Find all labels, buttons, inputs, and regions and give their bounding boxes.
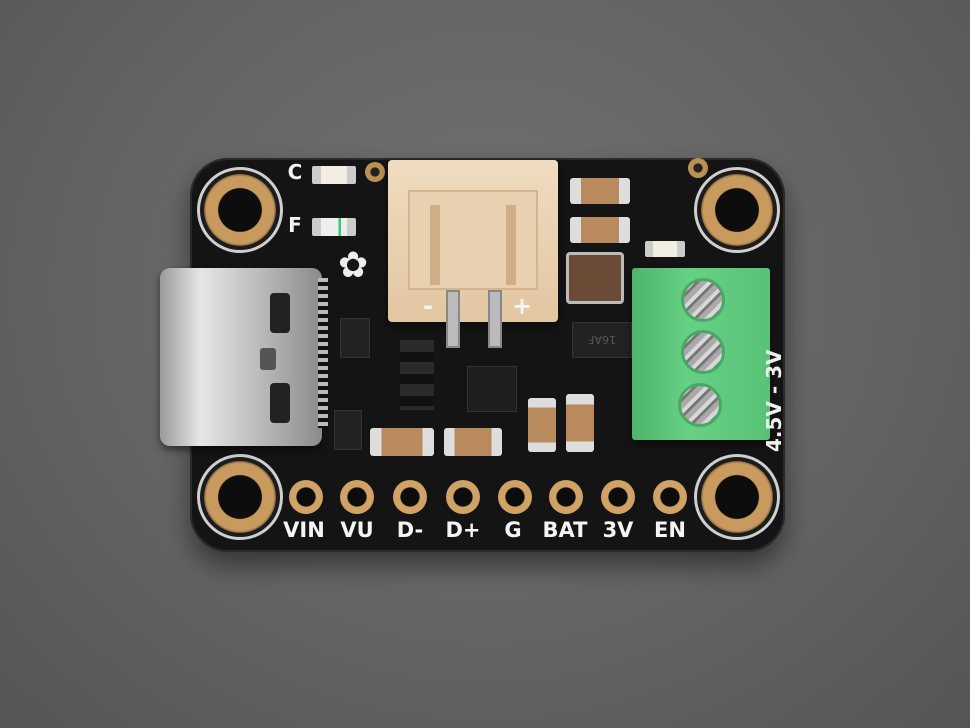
capacitor [444,428,502,456]
jst-battery-connector[interactable] [388,160,558,322]
led [312,218,356,236]
pin-pad-vu [340,480,374,514]
resistor-array [400,340,434,410]
led-label-c: C [287,160,303,184]
capacitor [570,178,630,204]
capacitor [570,217,630,243]
pin-pad-vin [289,480,323,514]
via [365,162,385,182]
pin-label-vu: VU [340,518,374,542]
transistor [340,318,370,358]
screw-terminal-block[interactable] [632,268,770,440]
pin-pad-en [653,480,687,514]
usb-pins [318,278,328,428]
pin-label-vin: VIN [283,518,325,542]
terminal-voltage-label: 4.5V - 3V [762,349,786,452]
screw-icon[interactable] [681,278,725,322]
led [312,166,356,184]
mounting-hole [694,167,780,253]
jst-pin [446,290,460,348]
via [688,158,708,178]
pin-label-bat: BAT [542,518,588,542]
transistor [334,410,362,450]
pin-pad-g [498,480,532,514]
screw-icon[interactable] [678,383,722,427]
capacitor [566,394,594,452]
pin-pad-dminus [393,480,427,514]
charger-ic [467,366,517,412]
pin-label-dminus: D- [396,518,424,542]
jst-minus-label: - [423,292,433,320]
led-label-f: F [288,213,302,237]
mounting-hole [197,454,283,540]
jst-pin [488,290,502,348]
capacitor [528,398,556,452]
pin-pad-bat [549,480,583,514]
screw-icon[interactable] [681,330,725,374]
inductor [566,252,624,304]
pin-pad-3v [601,480,635,514]
jst-plus-label: + [511,292,533,320]
mounting-hole [694,454,780,540]
pin-pad-dplus [446,480,480,514]
mounting-hole [197,167,283,253]
pin-label-g: G [504,518,522,542]
led [645,241,685,257]
pin-label-en: EN [654,518,686,542]
pin-label-dplus: D+ [445,518,481,542]
usb-c-connector[interactable] [160,268,322,446]
regulator-chip: 16AF [572,322,632,358]
pin-label-3v: 3V [602,518,634,542]
capacitor [370,428,434,456]
star-logo-icon: ✿ [338,245,369,286]
